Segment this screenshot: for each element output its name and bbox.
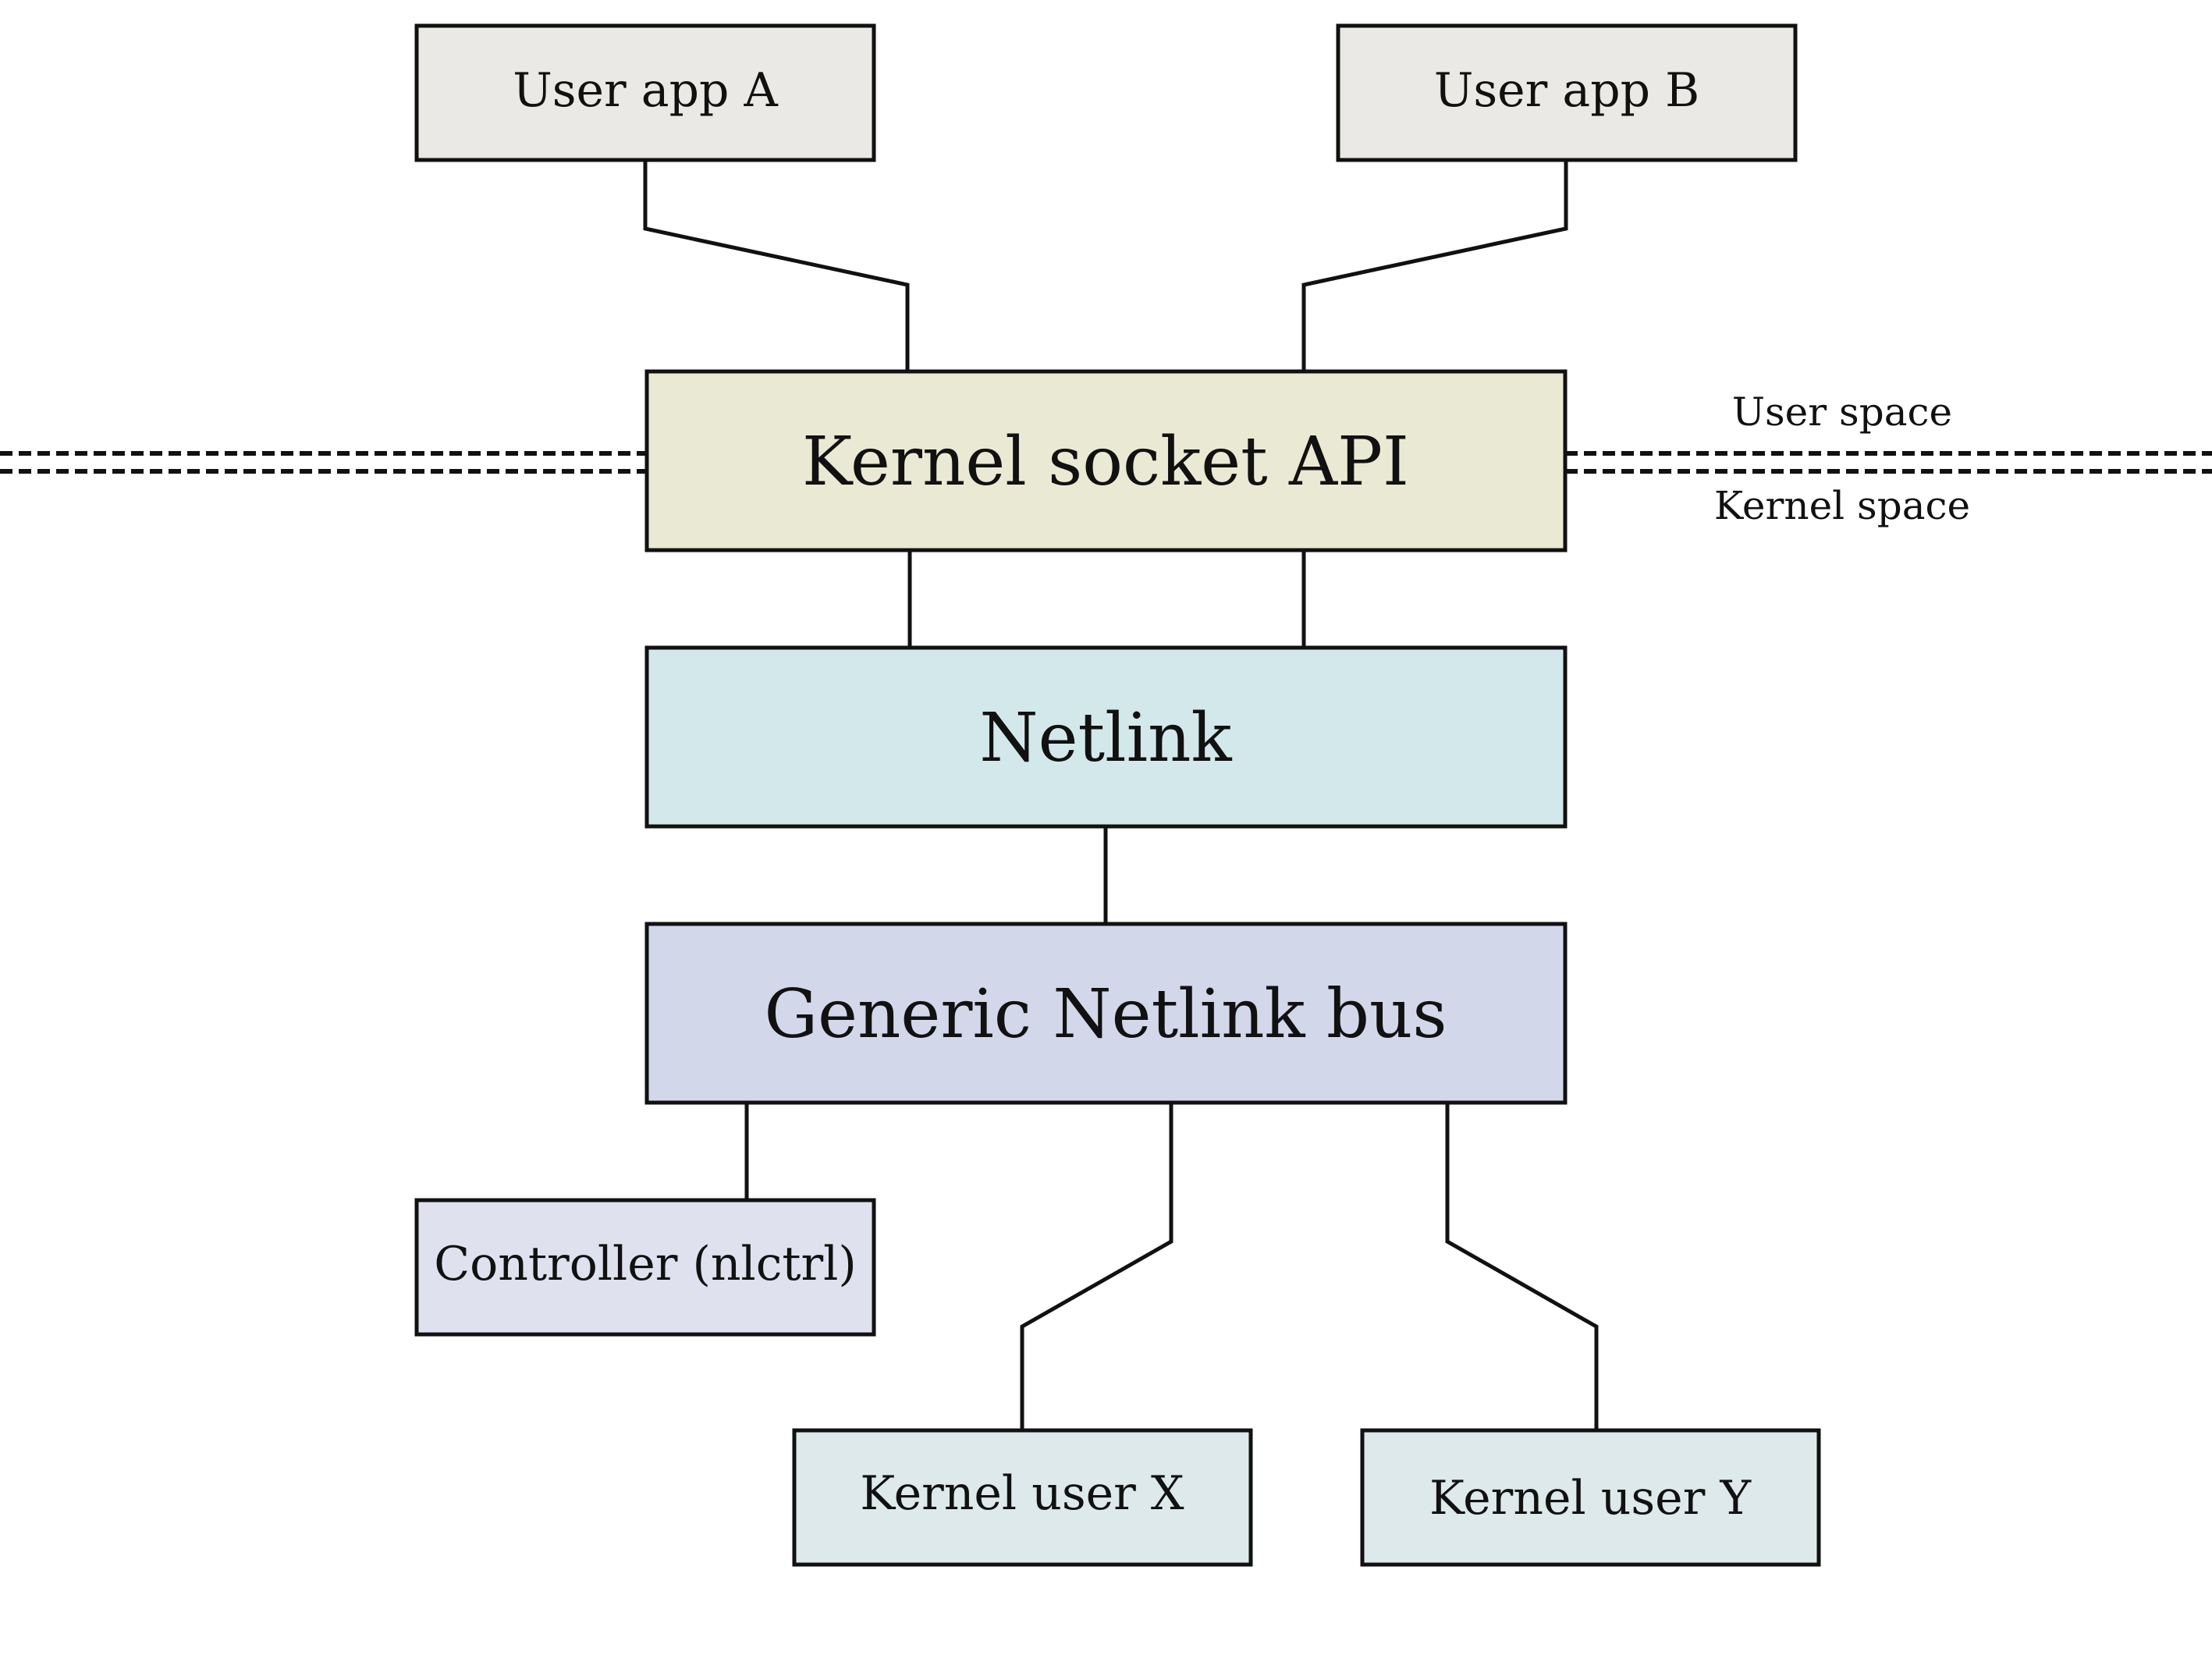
node-user-app-a: User app A [414,23,876,162]
netlink-label: Netlink [979,699,1232,777]
edge-generic-bus-to-kernel-user-x [1020,1103,1173,1430]
user-app-a-box [414,23,876,162]
edge-generic-bus-to-kernel-user-y [1445,1103,1599,1430]
generic-netlink-bus-box [644,922,1568,1105]
node-kernel-user-x: Kernel user X [792,1428,1253,1567]
node-user-app-b: User app B [1336,23,1798,162]
node-kernel-user-y: Kernel user Y [1360,1428,1821,1567]
netlink-box [644,645,1568,829]
user-app-b-box [1336,23,1798,162]
controller-label: Controller (nlctrl) [434,1237,856,1291]
connectors [643,160,1599,1430]
node-kernel-socket-api: Kernel socket API [644,369,1568,552]
node-generic-netlink-bus: Generic Netlink bus [644,922,1568,1105]
user-app-b-label: User app B [1434,63,1699,118]
user-space-label: User space [1732,389,1952,435]
kernel-user-x-box [792,1428,1253,1567]
kernel-user-y-box [1360,1428,1821,1567]
kernel-socket-api-box [644,369,1568,552]
controller-box [414,1198,876,1337]
edge-user-app-b-to-socket-api [1301,160,1568,371]
generic-netlink-bus-label: Generic Netlink bus [764,975,1447,1053]
kernel-socket-api-label: Kernel socket API [802,423,1409,501]
node-controller: Controller (nlctrl) [414,1198,876,1337]
edge-user-app-a-to-socket-api [643,160,910,371]
kernel-user-x-label: Kernel user X [860,1466,1184,1521]
kernel-space-label: Kernel space [1714,483,1970,528]
node-netlink: Netlink [644,645,1568,829]
user-kernel-boundary [0,451,2212,474]
user-app-a-label: User app A [513,63,778,118]
kernel-user-y-label: Kernel user Y [1429,1471,1752,1526]
